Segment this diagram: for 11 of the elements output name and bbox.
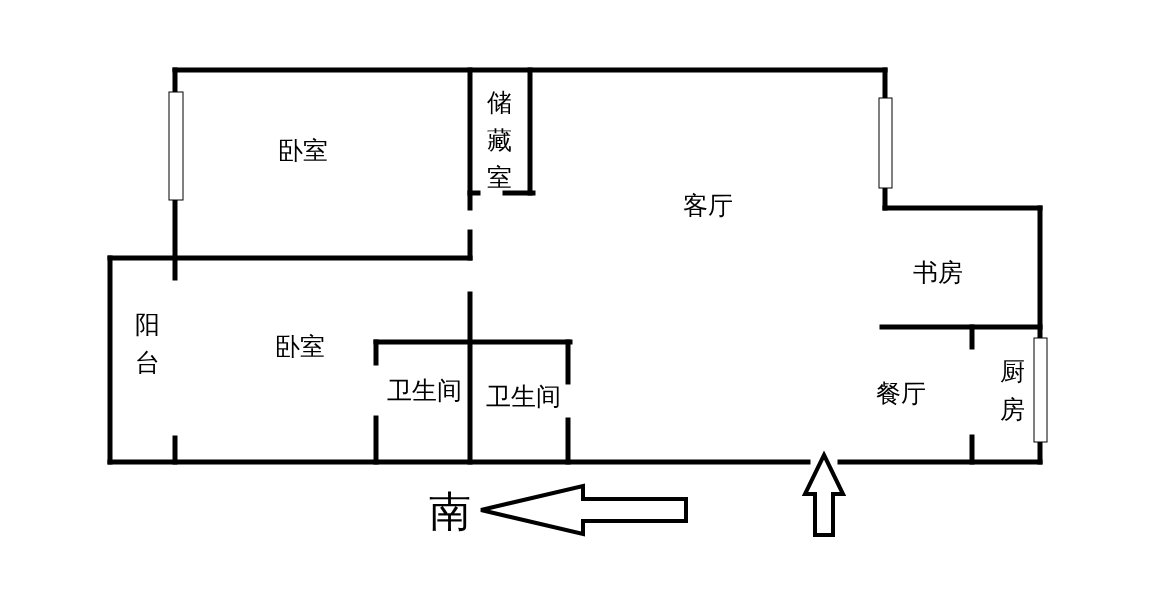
- room-label: 卧室: [278, 137, 328, 163]
- room-label: 储藏室: [486, 86, 512, 194]
- compass-label: 南: [429, 491, 471, 533]
- room-label: 卫生间: [485, 383, 561, 409]
- room-label: 卫生间: [386, 377, 462, 403]
- room-label: 书房: [913, 259, 963, 285]
- room-label: 阳台: [134, 308, 160, 378]
- room-label: 餐厅: [876, 380, 926, 406]
- room-label: 厨房: [999, 355, 1025, 425]
- room-label: 卧室: [275, 333, 325, 359]
- room-label: 客厅: [683, 192, 733, 218]
